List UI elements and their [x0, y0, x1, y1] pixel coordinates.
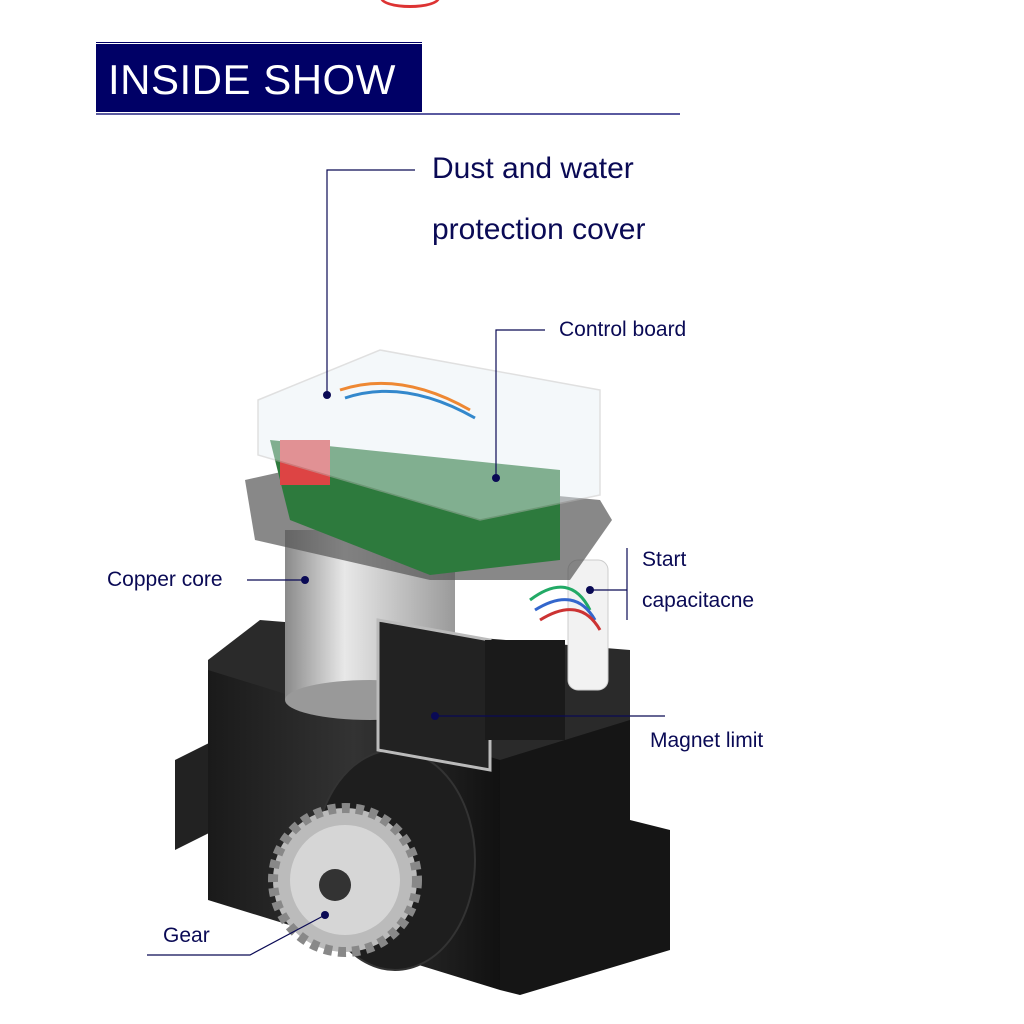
section-banner: INSIDE SHOW: [96, 42, 422, 112]
capacitor-label-line1: Start: [642, 548, 687, 571]
cover-label-line1: Dust and water: [432, 152, 634, 185]
gear: [268, 803, 422, 957]
copper-core-label: Copper core: [107, 568, 223, 591]
leader-dots: [301, 391, 594, 919]
start-capacitor: [567, 559, 609, 691]
title-underline: [96, 113, 680, 115]
magnet-limit-label: Magnet limit: [650, 729, 764, 752]
leader-lines: [147, 169, 665, 956]
gear-label: Gear: [163, 924, 210, 947]
protection-cover: [245, 349, 612, 580]
cover-label-line2: protection cover: [432, 213, 646, 246]
section-title: INSIDE SHOW: [108, 56, 396, 103]
banner-rule: [96, 43, 422, 44]
magnet-limit: [376, 618, 565, 772]
capacitor-label-line2: capacitacne: [642, 589, 755, 612]
control-board-label: Control board: [559, 318, 687, 341]
